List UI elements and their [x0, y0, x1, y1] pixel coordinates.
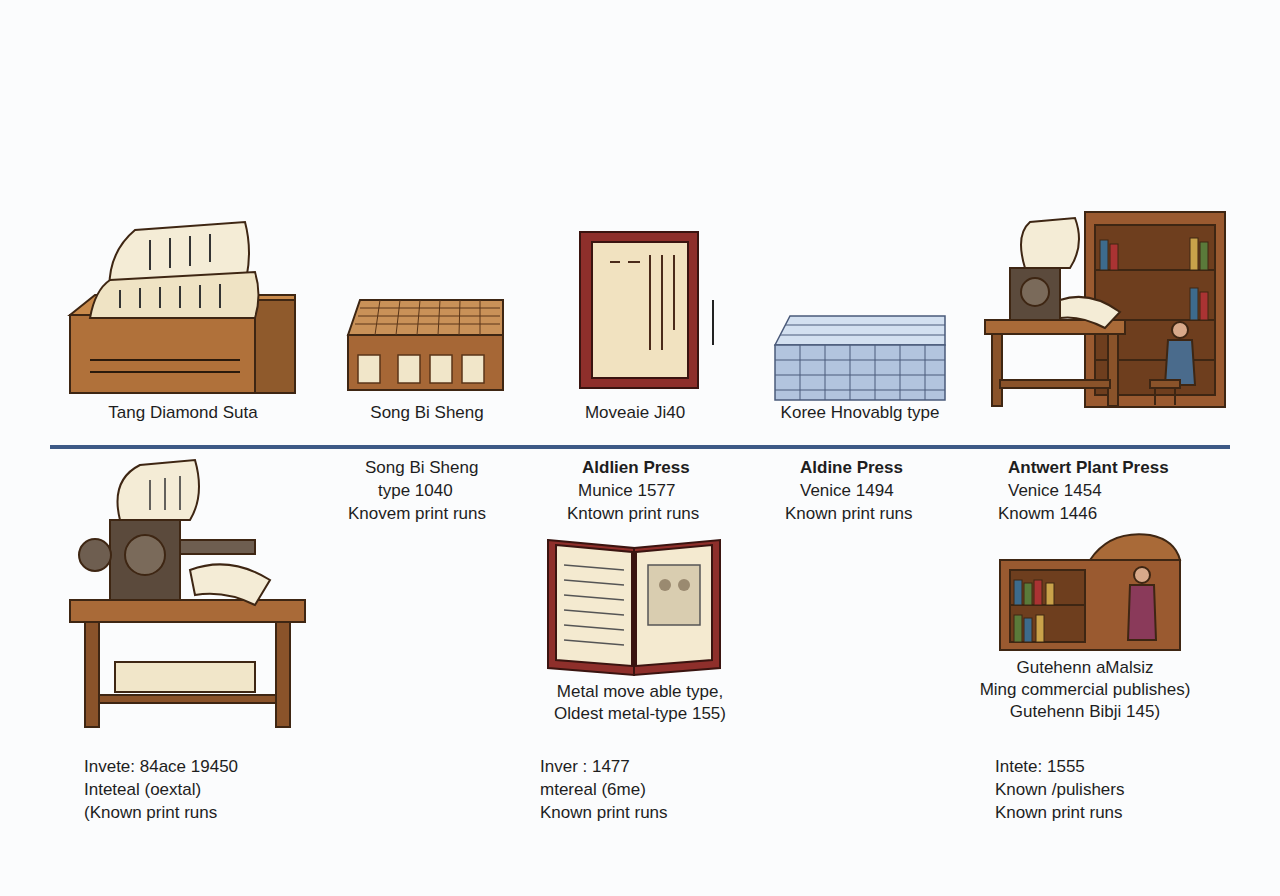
- caption-label: Aldlien Press: [582, 458, 690, 478]
- caption-label: Known print runs: [540, 803, 668, 823]
- printing-press-picture: [70, 460, 305, 727]
- caption-label: Oldest metal-type 155): [554, 704, 726, 724]
- caption-label: Venice 1454: [1008, 481, 1102, 501]
- caption-label: type 1040: [378, 481, 453, 501]
- caption-label: Inver : 1477: [540, 757, 630, 777]
- caption-label: Venice 1494: [800, 481, 894, 501]
- caption-label: Koree Hnovablg type: [781, 403, 940, 423]
- caption-label: Invete: 84ace 19450: [84, 757, 238, 777]
- scroll-box-picture: [70, 222, 295, 393]
- bookshelf-picture: [1000, 534, 1180, 650]
- caption-label: (Known print runs: [84, 803, 217, 823]
- caption-label: Known print runs: [995, 803, 1123, 823]
- caption-label: Known print runs: [785, 504, 913, 524]
- caption-label: Gutehenn Bibji 145): [1010, 702, 1160, 722]
- caption-label: Knovem print runs: [348, 504, 486, 524]
- caption-label: Song Bi Sheng: [370, 403, 483, 423]
- caption-label: Antwert Plant Press: [1008, 458, 1169, 478]
- caption-label: Intete: 1555: [995, 757, 1085, 777]
- caption-label: Known /pulishers: [995, 780, 1124, 800]
- caption-label: Gutehenn aMalsiz: [1016, 658, 1153, 678]
- caption-label: mtereal (6me): [540, 780, 646, 800]
- caption-label: Ming commercial publishes): [980, 680, 1191, 700]
- timeline-rule: [50, 445, 1230, 449]
- caption-label: Inteteal (oextal): [84, 780, 201, 800]
- press-and-bookcase-picture: [985, 212, 1225, 407]
- caption-label: Aldine Press: [800, 458, 903, 478]
- type-tray-picture: [348, 300, 503, 390]
- book-picture: [580, 232, 713, 388]
- open-book-picture: [548, 540, 720, 675]
- caption-label: Song Bi Sheng: [365, 458, 478, 478]
- caption-label: Kntown print runs: [567, 504, 699, 524]
- metal-type-tray-picture: [775, 316, 945, 400]
- caption-label: Moveaie Ji40: [585, 403, 685, 423]
- caption-label: Knowm 1446: [998, 504, 1097, 524]
- caption-label: Munice 1577: [578, 481, 675, 501]
- caption-label: Metal move able type,: [557, 682, 723, 702]
- caption-label: Tang Diamond Suta: [108, 403, 257, 423]
